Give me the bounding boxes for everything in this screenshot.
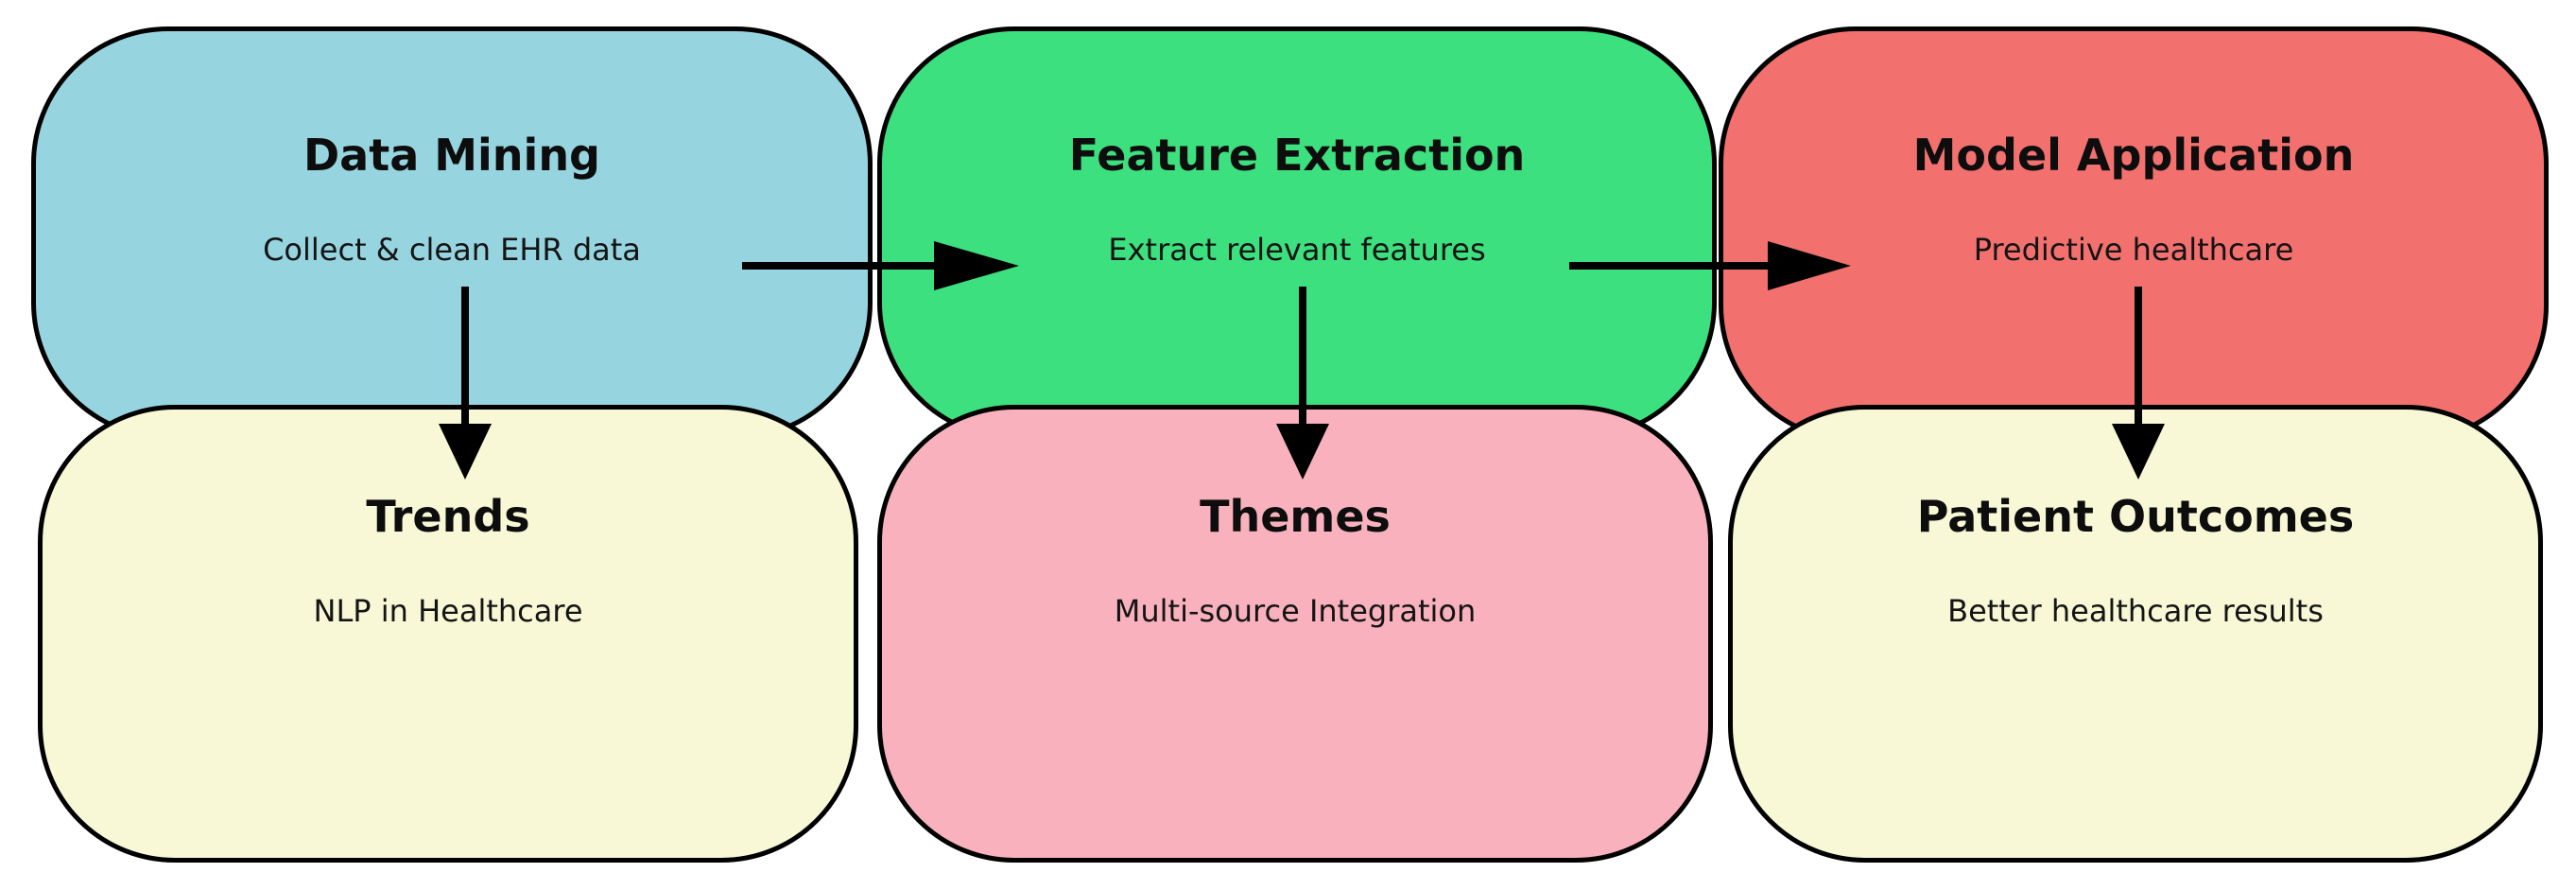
node-subtitle: Collect & clean EHR data [263, 232, 641, 268]
node-data-mining: Data Mining Collect & clean EHR data [31, 26, 873, 440]
node-subtitle: Predictive healthcare [1973, 232, 2294, 268]
node-subtitle: Better healthcare results [1947, 593, 2324, 629]
node-title: Data Mining [303, 130, 600, 181]
node-title: Trends [366, 491, 530, 542]
node-subtitle: Extract relevant features [1108, 232, 1486, 268]
node-subtitle: Multi-source Integration [1114, 593, 1477, 629]
node-feature-extraction: Feature Extraction Extract relevant feat… [877, 26, 1717, 440]
node-subtitle: NLP in Healthcare [313, 593, 583, 629]
node-patient-outcomes: Patient Outcomes Better healthcare resul… [1728, 405, 2543, 863]
node-title: Feature Extraction [1068, 130, 1526, 181]
node-title: Themes [1200, 491, 1391, 542]
node-title: Patient Outcomes [1916, 491, 2355, 542]
node-themes: Themes Multi-source Integration [877, 405, 1713, 863]
node-title: Model Application [1912, 130, 2355, 181]
node-trends: Trends NLP in Healthcare [38, 405, 858, 863]
node-model-application: Model Application Predictive healthcare [1719, 26, 2549, 443]
